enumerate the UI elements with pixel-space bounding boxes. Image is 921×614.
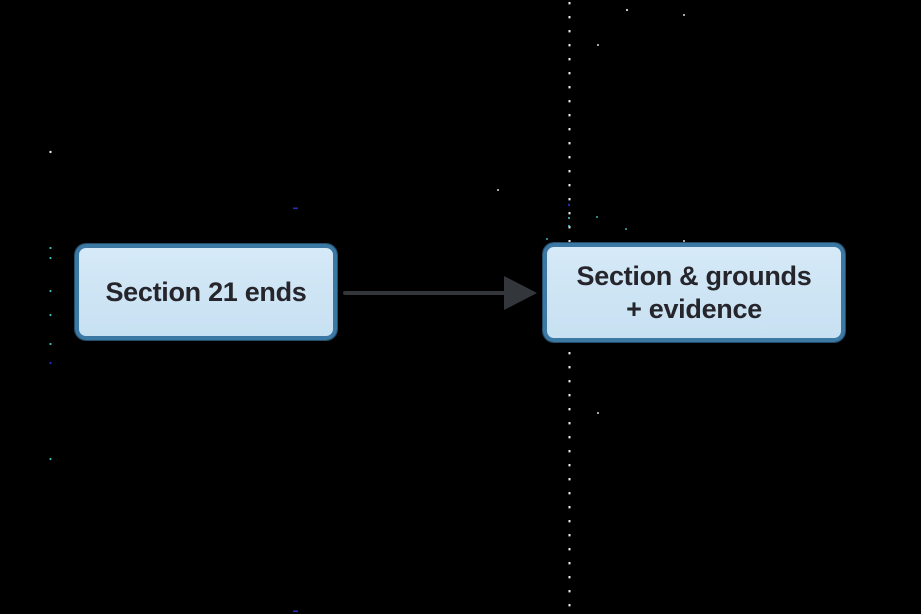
node-label: Section 21 ends bbox=[105, 276, 307, 307]
node-label-line-1: Section & grounds bbox=[576, 260, 812, 291]
node-section-grounds-evidence: Section & grounds + evidence bbox=[543, 243, 845, 342]
arrowhead-icon bbox=[504, 276, 537, 310]
node-label-line-2: + evidence bbox=[626, 293, 762, 324]
faint-left-dotted-line bbox=[49, 150, 52, 461]
connector-arrow bbox=[343, 276, 537, 310]
artifact-dots bbox=[293, 8, 685, 613]
node-section-21-ends: Section 21 ends bbox=[75, 244, 337, 340]
